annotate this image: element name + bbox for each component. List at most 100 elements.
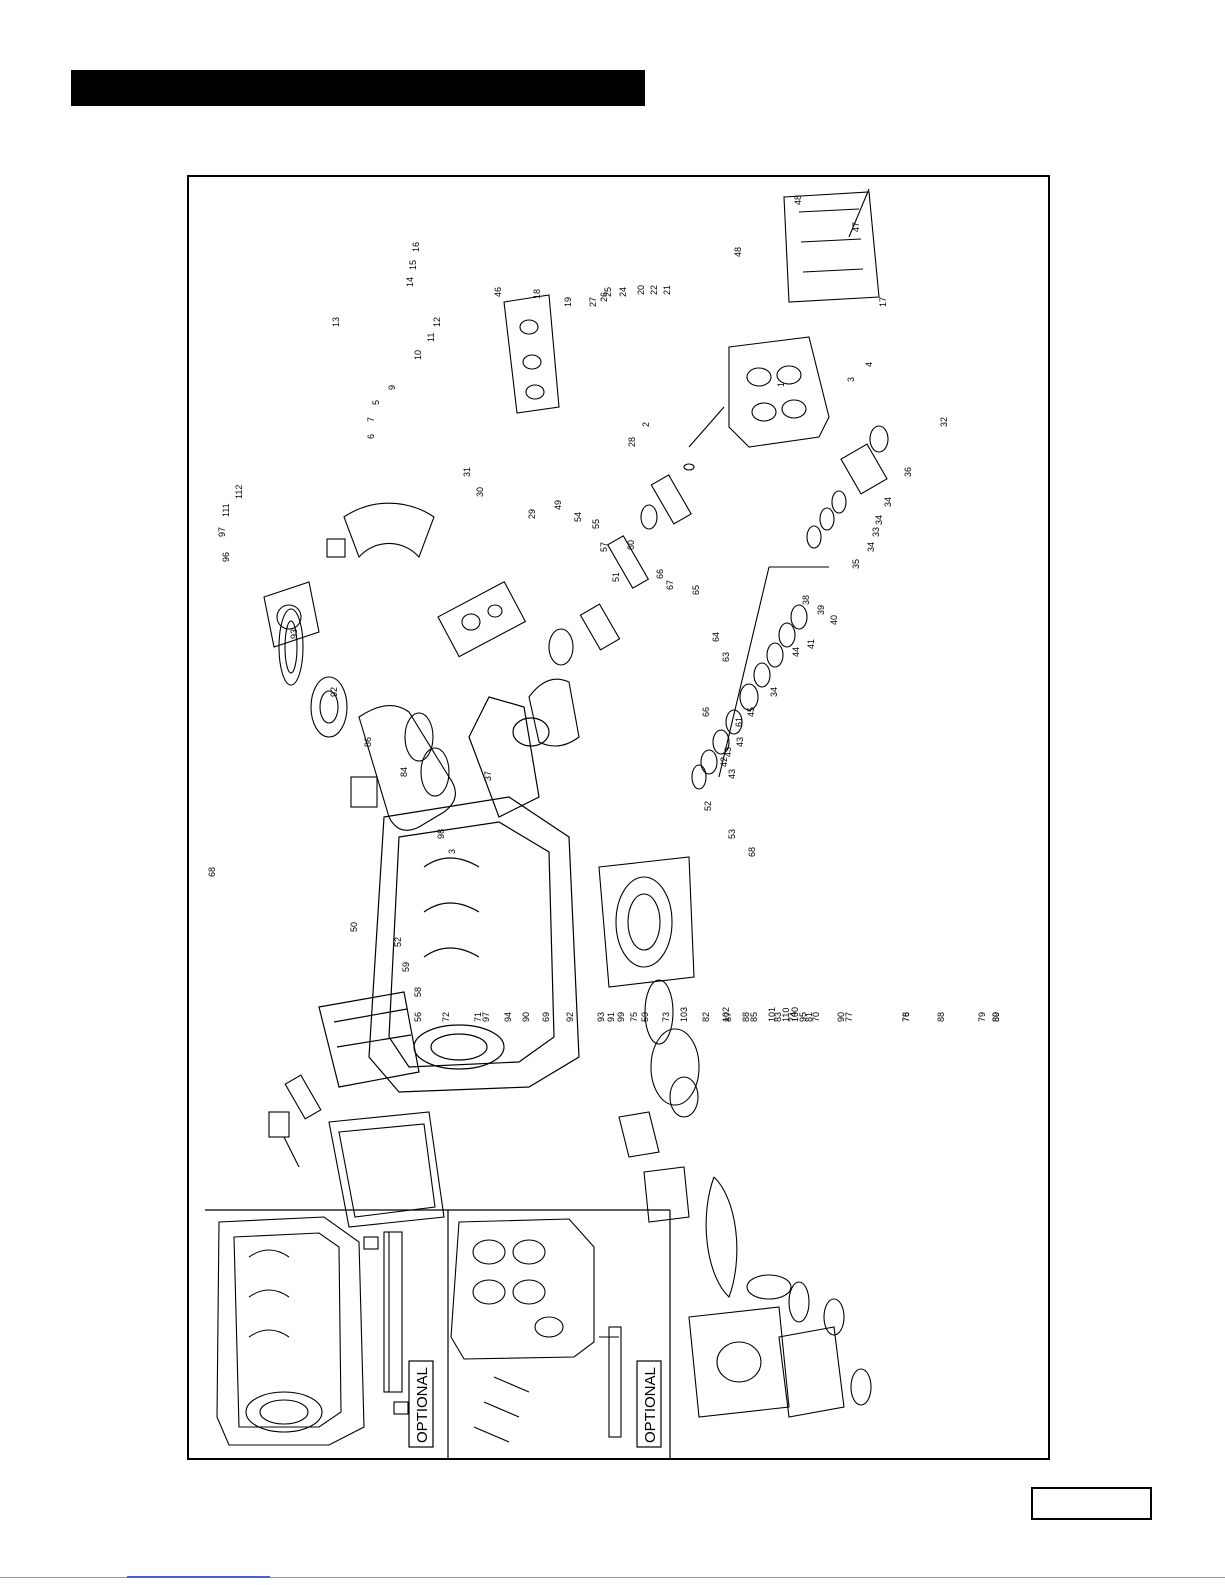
callout-number: 92 [329,687,339,697]
callout-number: 95 [798,1012,808,1022]
footer-rule [0,1577,1225,1578]
callout-number: 58 [413,987,423,997]
callout-number: 68 [207,867,217,877]
callout-number: 33 [871,527,881,537]
callout-number: 90 [836,1012,846,1022]
callout-number: 38 [801,595,811,605]
callout-number: 67 [665,580,675,590]
callout-number: 57 [599,542,609,552]
callout-number: 68 [747,847,757,857]
callout-number: 37 [483,771,493,781]
callout-number: 75 [629,1012,639,1022]
callout-number: 112 [234,485,244,499]
callout-number: 39 [816,605,826,615]
callout-number: 34 [883,497,893,507]
callout-number: 10 [413,350,423,360]
callout-number: 34 [769,687,779,697]
callout-number: 78 [901,1012,911,1022]
callout-number: 1 [776,382,786,387]
callout-number: 71 [473,1012,483,1022]
callout-number: 60 [626,540,636,550]
section-title-bar [71,70,645,106]
callout-number: 52 [703,801,713,811]
callout-number: 73 [661,1012,671,1022]
optional-label-2: OPTIONAL [642,1367,659,1443]
callout-number: 92 [565,1012,575,1022]
callout-number: 66 [655,569,665,579]
callout-number: 84 [399,767,409,777]
callout-number: 7 [366,417,376,422]
callout-number: 41 [806,639,816,649]
callout-number: 40 [829,615,839,625]
callout-number: 76 [901,1012,911,1022]
callout-number: 49 [553,500,563,510]
optional-label-box-1 [408,1360,434,1448]
callout-number: 111 [221,503,231,517]
callout-number: 79 [977,1012,987,1022]
callout-number: 50 [349,922,359,932]
callout-number: 25 [603,287,613,297]
callout-number: 29 [527,509,537,519]
callout-number: 51 [611,572,621,582]
callout-number: 19 [563,297,573,307]
callout-number: 66 [701,707,711,717]
callout-number: 87 [723,1012,733,1022]
inset-head-drawing [450,1218,622,1443]
callout-number: 6 [366,434,376,439]
callout-number: 27 [588,297,598,307]
exploded-parts-diagram: OPTIONAL OPTIONAL [187,175,1050,1460]
callout-number: 64 [711,632,721,642]
crankcase-drawing [318,696,580,1093]
callout-number: 43 [723,747,733,757]
callout-number: 86 [363,737,373,747]
callout-number: 88 [741,1012,751,1022]
callout-number: 74 [788,1012,798,1022]
pump-head-drawing [503,188,880,448]
callout-number: 91 [606,1012,616,1022]
callout-number: 70 [811,1012,821,1022]
callout-number: 13 [331,317,341,327]
callout-number: 81 [804,1012,814,1022]
conrod-detail-drawing [326,502,527,658]
optional-insets: OPTIONAL OPTIONAL [205,1209,671,1458]
callout-number: 103 [679,1007,689,1022]
callout-number: 69 [541,1012,551,1022]
crankshaft-drawing [263,581,456,831]
callout-number: 96 [221,552,231,562]
callout-number: 89 [991,1012,1001,1022]
callout-number: 101 [767,1007,777,1022]
callout-number: 85 [749,1012,759,1022]
callout-number: 35 [851,559,861,569]
callout-number: 52 [393,937,403,947]
gearbox-drawing [598,856,872,1418]
callout-number: 12 [432,317,442,327]
oil-cover-drawing [268,1074,445,1228]
callout-number: 102 [721,1007,731,1022]
callout-number: 65 [691,585,701,595]
callout-number: 3 [447,849,457,854]
callout-number: 72 [441,1012,451,1022]
callout-number: 59 [401,962,411,972]
callout-number: 17 [878,297,888,307]
callout-number: 20 [636,285,646,295]
diagram-canvas: OPTIONAL OPTIONAL [205,188,1001,1458]
callout-number: 24 [618,287,628,297]
callout-number: 26 [599,292,609,302]
optional-label-box-2 [636,1360,662,1448]
callout-number: 98 [436,829,446,839]
callout-number: 36 [903,467,913,477]
callout-number: 46 [493,287,503,297]
callout-number: 42 [719,757,729,767]
callout-number: 30 [475,487,485,497]
callout-number: 14 [405,277,415,287]
callout-number: 4 [864,362,874,367]
callout-number: 44 [791,647,801,657]
callout-number: 54 [573,512,583,522]
callout-number: 28 [627,437,637,447]
callout-number: 97 [217,527,227,537]
callout-number: 18 [532,289,542,299]
callout-number: 11 [426,333,436,342]
callout-number: 31 [462,467,472,477]
callout-number: 5 [371,400,381,405]
